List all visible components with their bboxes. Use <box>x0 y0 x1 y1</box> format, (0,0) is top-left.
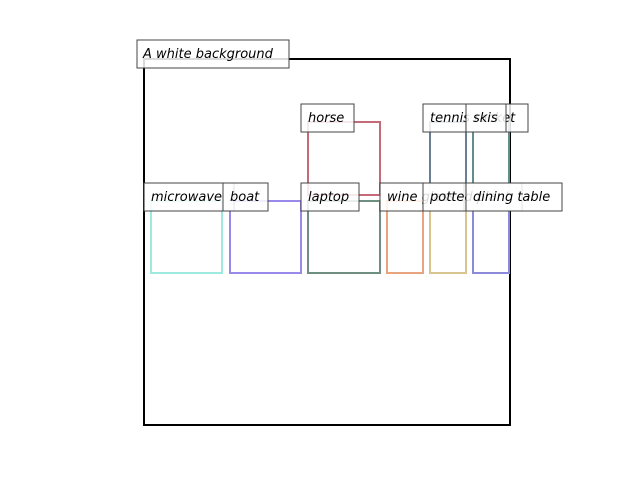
label-microwave: microwave <box>143 182 235 212</box>
box-potted-plant <box>429 200 467 274</box>
caption-text: A white background <box>142 47 274 62</box>
label-laptop: laptop <box>300 182 360 212</box>
box-wine-glass <box>386 200 424 274</box>
label-boat: boat <box>222 182 269 212</box>
label-laptop-text: laptop <box>308 190 349 205</box>
box-dining-table <box>472 200 510 274</box>
box-laptop <box>307 200 381 274</box>
label-dining-table-text: dining table <box>473 190 550 205</box>
label-horse-text: horse <box>308 111 344 126</box>
label-boat-text: boat <box>230 190 260 205</box>
box-boat <box>229 200 302 274</box>
label-dining-table: dining table <box>465 182 563 212</box>
label-horse: horse <box>300 103 355 133</box>
label-skis: skis <box>465 103 507 133</box>
box-microwave <box>150 200 223 274</box>
label-skis-text: skis <box>473 111 498 126</box>
label-microwave-text: microwave <box>151 190 222 205</box>
caption-label: A white background <box>136 39 290 69</box>
